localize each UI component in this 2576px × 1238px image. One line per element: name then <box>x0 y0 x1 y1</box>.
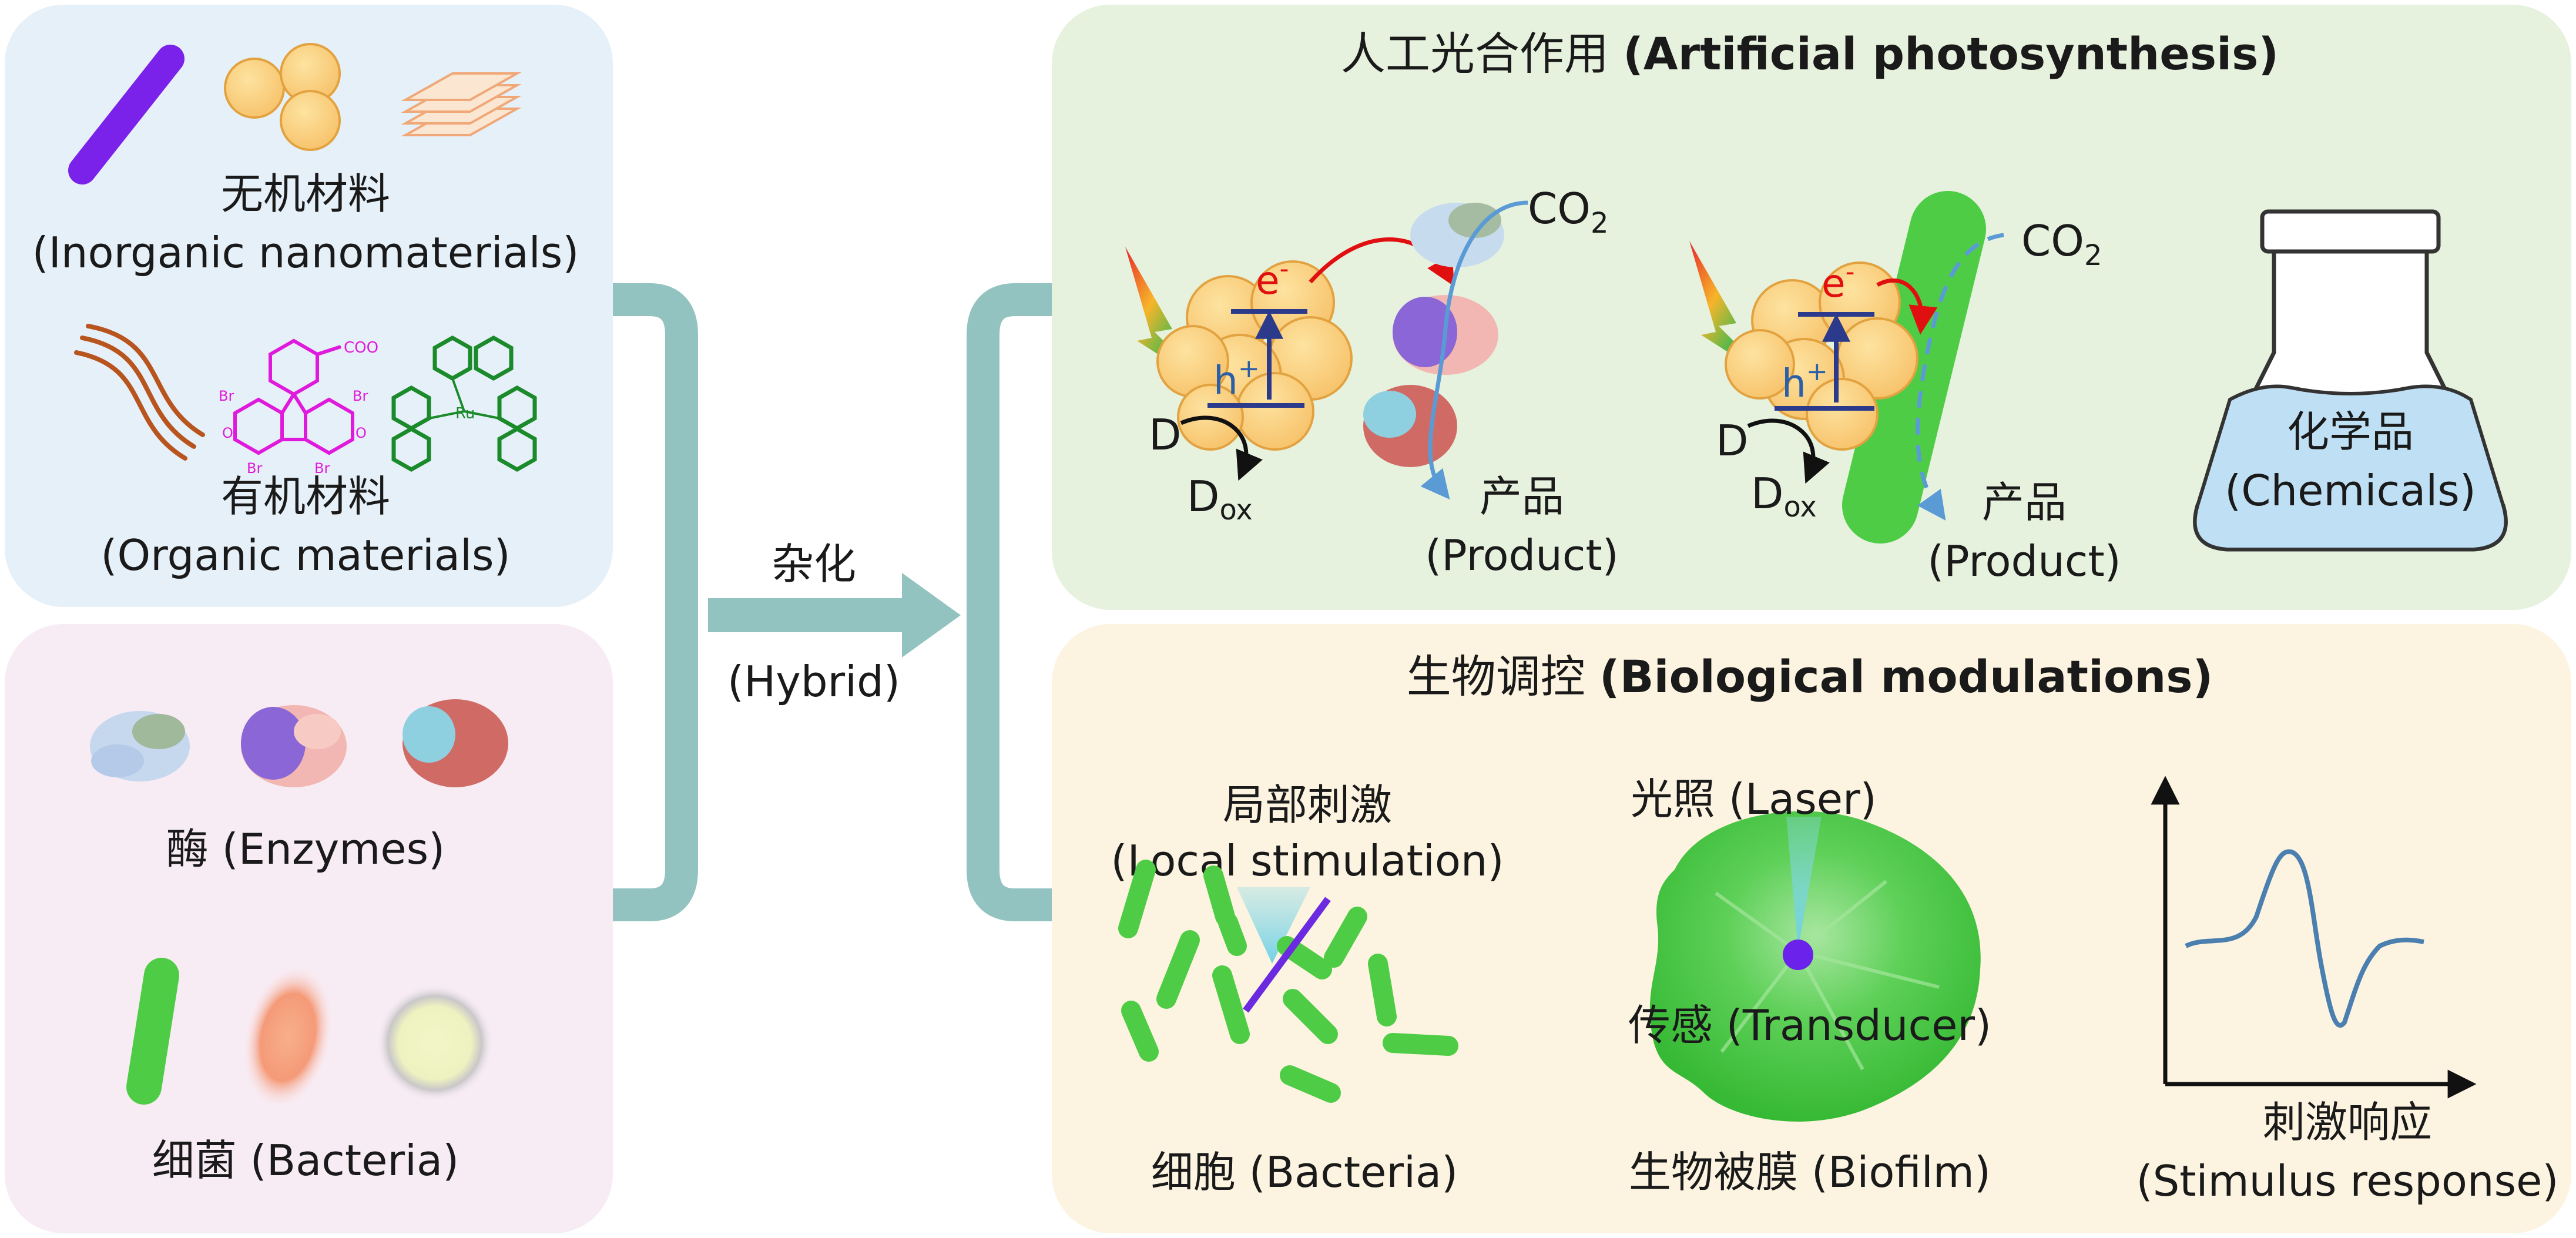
ru-complex-icon: Ru <box>391 335 537 472</box>
enzyme-icon <box>90 711 190 781</box>
donor-oxidation-arrow <box>1747 418 1830 484</box>
local-stim-cn: 局部刺激 <box>1223 780 1392 830</box>
co2-flow-arrow <box>1916 233 2004 521</box>
response-label-en: (Stimulus response) <box>2136 1156 2559 1206</box>
hole-label: h+ <box>1782 357 1828 406</box>
hybrid-arrow <box>708 573 961 657</box>
donor-oxidation-arrow <box>1180 415 1263 481</box>
response-label-cn: 刺激响应 <box>2263 1098 2432 1147</box>
enzyme-icon <box>1363 385 1457 467</box>
nanorod-icon <box>68 45 185 184</box>
response-curve <box>2185 849 2424 1028</box>
laser-beam <box>1786 817 1822 949</box>
biofilm-texture <box>1715 880 1940 1071</box>
nanoparticle-icon <box>224 58 285 119</box>
enzyme-icon <box>1410 203 1504 267</box>
donor-ox-label: Dox <box>1751 469 1817 524</box>
panel-materials <box>5 5 613 607</box>
co2-label: CO2 <box>2021 216 2102 272</box>
product-label-en: (Product) <box>1425 531 1619 580</box>
molecule-br-label: Br <box>247 460 262 477</box>
hybrid-label-cn: 杂化 <box>772 539 856 589</box>
bio-title: 生物调控 (Biological modulations) <box>1407 650 2213 703</box>
organic-label-cn: 有机材料 <box>221 472 390 521</box>
cells-label: 细胞 (Bacteria) <box>1151 1148 1458 1197</box>
laser-label: 光照 (Laser) <box>1631 774 1877 824</box>
right-bracket <box>967 283 1052 921</box>
hole-label: h+ <box>1213 354 1260 403</box>
transducer-rod <box>1243 897 1331 1013</box>
eosin-molecule-icon: COO Br Br Br Br O O <box>219 338 378 477</box>
bacteria-label: 细菌 (Bacteria) <box>152 1136 459 1185</box>
nanoparticle-icon <box>280 90 341 151</box>
electron-label: e- <box>1822 257 1855 306</box>
rod-bacterium-icon <box>126 958 179 1105</box>
blurred-bacterium-icon <box>242 964 334 1110</box>
nanosheet-stack-icon <box>401 72 522 136</box>
photocatalyst-cluster <box>1725 261 1918 451</box>
enzyme-icon <box>402 699 508 787</box>
coccus-bacterium-icon <box>376 984 494 1102</box>
co2-flow-arrow <box>1420 200 1528 500</box>
donor-label: D <box>1149 410 1181 459</box>
photosynthesis-title: 人工光合作用 (Artificial photosynthesis) <box>1341 28 2279 80</box>
stimulation-beam <box>1237 887 1310 964</box>
donor-ox-label: Dox <box>1187 472 1253 526</box>
local-stim-en: (Local stimulation) <box>1111 836 1504 885</box>
inorganic-label-cn: 无机材料 <box>221 169 390 219</box>
molecule-o-label: O <box>355 425 367 441</box>
left-bracket <box>613 283 698 921</box>
enzymes-label: 酶 (Enzymes) <box>166 824 445 874</box>
molecule-coo-label: COO <box>344 339 378 357</box>
organic-label-en: (Organic materials) <box>100 531 510 580</box>
electron-transfer-arrow <box>1876 278 1938 335</box>
donor-label: D <box>1716 416 1748 465</box>
inorganic-icons <box>68 43 522 184</box>
organic-fiber-icon <box>74 324 205 461</box>
transducer-particle <box>1783 940 1813 970</box>
molecule-br-label: Br <box>314 460 330 477</box>
electron-label: e- <box>1256 254 1289 303</box>
flask-icon <box>2193 209 2508 552</box>
molecule-br-label: Br <box>219 388 234 404</box>
co2-label: CO2 <box>1528 184 1609 240</box>
enzyme-icon <box>241 705 347 787</box>
product-label-cn: 产品 <box>1480 472 1564 521</box>
chemicals-label-cn: 化学品 <box>2287 407 2414 457</box>
product-label-en: (Product) <box>1927 536 2121 586</box>
transducer-label: 传感 (Transducer) <box>1628 1001 1991 1050</box>
inorganic-label-en: (Inorganic nanomaterials) <box>32 228 579 277</box>
biofilm-label: 生物被膜 (Biofilm) <box>1629 1148 1991 1197</box>
biofilm-shape <box>1649 811 1981 1122</box>
product-label-cn: 产品 <box>1982 478 2067 527</box>
ru-label: Ru <box>455 405 475 422</box>
hybrid-label-en: (Hybrid) <box>727 657 900 706</box>
chemicals-label-en: (Chemicals) <box>2225 466 2476 515</box>
molecule-br-label: Br <box>353 388 368 404</box>
molecule-o-label: O <box>222 425 233 441</box>
